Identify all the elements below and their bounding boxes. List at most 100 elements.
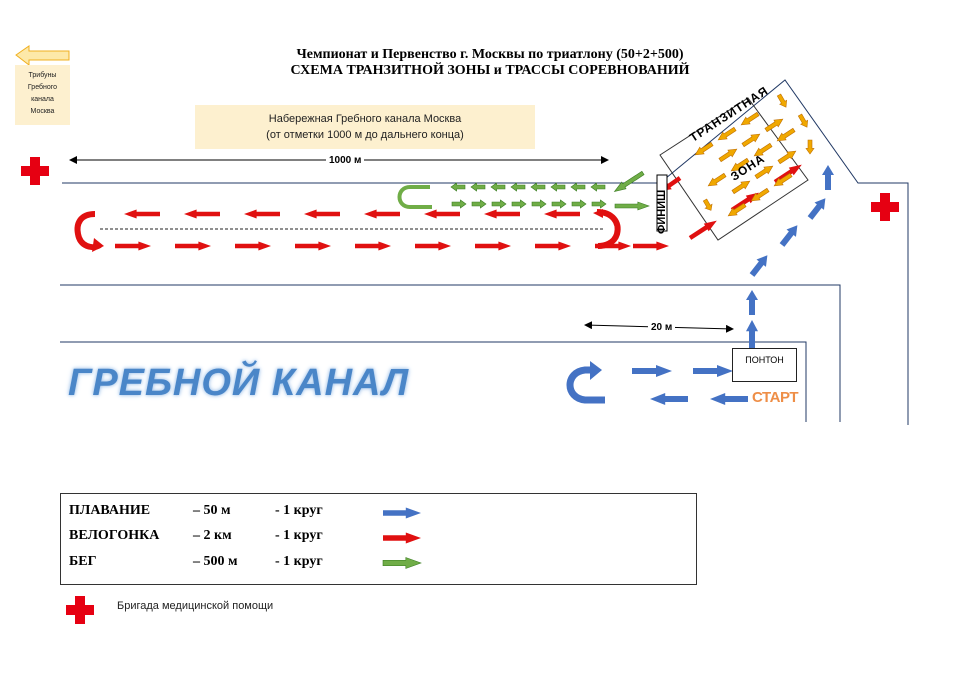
transition-arrow-icon: [797, 113, 809, 128]
run-arrow-icon: [550, 182, 566, 192]
transition-arrow-icon: [731, 180, 751, 195]
distance-1000-label: 1000 м: [326, 155, 365, 166]
transition-arrow-icon: [753, 142, 773, 157]
run-arrow-icon: [590, 182, 606, 192]
transition-arrow-icon: [764, 118, 784, 133]
legend-distance: – 500 м: [193, 554, 238, 569]
bike-arrow-icon: [544, 209, 580, 219]
transition-arrow-icon: [718, 148, 738, 163]
bike-u-turn-head: [92, 238, 104, 252]
transition-arrow-icon: [773, 172, 793, 187]
bike-arrow-icon: [235, 241, 271, 251]
finish-line: [656, 174, 668, 232]
swim-arrow-icon: [710, 393, 748, 405]
bike-arrow-icon: [355, 241, 391, 251]
run-arrow-icon: [591, 199, 607, 209]
legend-sport: ВЕЛОГОНКА: [69, 528, 160, 543]
swim-arrow-icon: [807, 198, 826, 220]
bike-arrow-icon: [115, 241, 151, 251]
run-arrow-icon: [571, 199, 587, 209]
legend-run-arrow-icon: [382, 557, 422, 569]
transition-arrow-icon: [707, 172, 727, 187]
transition-arrow-icon: [702, 198, 713, 211]
bike-arrow-icon: [124, 209, 160, 219]
bike-arrow-icon: [184, 209, 220, 219]
transition-arrow-icon: [750, 187, 770, 202]
run-arrow-icon: [511, 199, 527, 209]
legend-arrows: [382, 507, 422, 569]
bike-arrow-icon: [535, 241, 571, 251]
bike-arrow-icon: [175, 241, 211, 251]
transition-arrow-icon: [776, 127, 796, 142]
bike-u-turn-icon: [74, 211, 102, 251]
run-arrow-icon: [570, 182, 586, 192]
legend-swim-arrow-icon: [383, 507, 421, 519]
medical-cross-icon: [871, 193, 899, 221]
medical-legend-label: Бригада медицинской помощи: [117, 600, 274, 612]
transition-arrow-icon: [777, 150, 797, 165]
stands-arrow-icon: [15, 45, 70, 67]
legend-sport: ПЛАВАНИЕ: [69, 503, 151, 518]
transition-arrow-icon: [717, 126, 737, 141]
run-arrow-icon: [510, 182, 526, 192]
bike-arrow-icon: [475, 241, 511, 251]
title-line-1: Чемпионат и Первенство г. Москвы по триа…: [296, 47, 684, 62]
transition-arrow-icon: [730, 157, 750, 172]
stands-note: Трибуны Гребного канала Москва: [15, 65, 70, 125]
swim-u-turn-icon: [566, 366, 605, 404]
finish-label: ФИНИШ: [656, 189, 668, 234]
distance-20-label: 20 м: [648, 322, 676, 333]
legend-bike-arrow-icon: [383, 532, 421, 544]
bike-arrow-icon: [688, 220, 717, 240]
bike-arrow-icon: [244, 209, 280, 219]
transition-arrows: [694, 93, 815, 217]
pontoon-box: ПОНТОН: [732, 348, 797, 382]
swim-u-turn-head: [590, 361, 602, 380]
pontoon-label: ПОНТОН: [745, 355, 784, 365]
bike-arrow-icon: [364, 209, 400, 219]
embankment-note-line1: Набережная Гребного канала Москва: [268, 113, 462, 125]
embankment-note: Набережная Гребного канала Москва (от от…: [195, 105, 535, 149]
bike-arrow-icon: [424, 209, 460, 219]
run-arrow-icon: [450, 182, 466, 192]
bike-arrow-icon: [484, 209, 520, 219]
legend-box: ПЛАВАНИЕ – 50 м - 1 круг ВЕЛОГОНКА – 2 к…: [60, 493, 697, 585]
bike-arrow-icon: [295, 241, 331, 251]
transition-arrow-icon: [754, 165, 774, 180]
bike-u-turn-head: [593, 209, 603, 218]
transition-arrow-icon: [727, 202, 747, 217]
stands-note-line: Москва: [30, 108, 55, 115]
road-outline: [60, 79, 909, 425]
legend-distance: – 2 км: [193, 528, 232, 543]
legend-laps: - 1 круг: [275, 503, 323, 518]
transition-arrow-icon: [741, 133, 761, 148]
bike-u-turn-icon: [596, 209, 621, 249]
swim-arrow-icon: [650, 393, 688, 405]
run-arrow-icon: [451, 199, 467, 209]
swim-arrow-icon: [746, 290, 758, 315]
bike-arrow-icon: [415, 241, 451, 251]
stands-note-line: Гребного: [27, 84, 58, 91]
legend-laps: - 1 круг: [275, 528, 323, 543]
bike-arrow-icon: [304, 209, 340, 219]
run-arrow-icon: [490, 182, 506, 192]
start-label: СТАРТ: [752, 389, 798, 406]
run-arrow-icon: [531, 199, 547, 209]
swim-arrow-icon: [746, 320, 758, 348]
medical-cross-icon: [21, 157, 49, 185]
run-arrow-icon: [530, 182, 546, 192]
run-arrow-icon: [491, 199, 507, 209]
swim-arrows: [632, 165, 834, 405]
legend-distance: – 50 м: [193, 503, 231, 518]
swim-arrow-icon: [693, 365, 733, 377]
canal-label: ГРЕБНОЙ КАНАЛ: [68, 362, 410, 404]
run-arrow-icon: [470, 182, 486, 192]
run-arrow-icon: [614, 201, 650, 211]
title-line-2: СХЕМА ТРАНЗИТНОЙ ЗОНЫ и ТРАССЫ СОРЕВНОВА…: [290, 63, 690, 78]
medical-cross-icon: [66, 596, 94, 624]
embankment-note-line2: (от отметки 1000 м до дальнего конца): [266, 129, 464, 141]
bike-arrow-icon: [633, 241, 669, 251]
swim-arrow-icon: [632, 365, 672, 377]
transition-arrow-icon: [805, 139, 815, 155]
swim-arrow-icon: [749, 255, 768, 277]
